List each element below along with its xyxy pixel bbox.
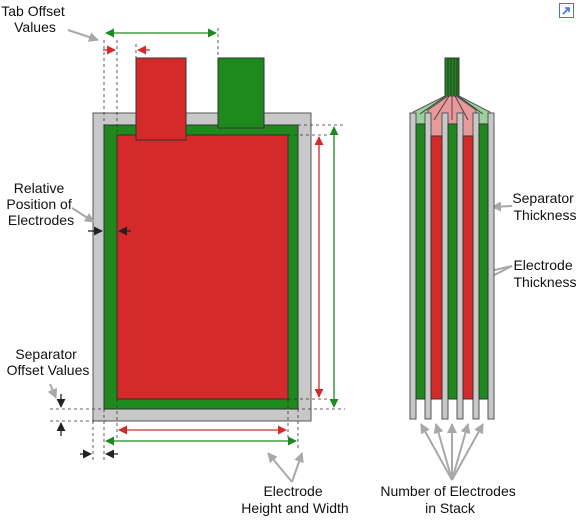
fan-wires	[419, 95, 484, 121]
labels: Tab Offset Values Relative Position of E…	[1, 3, 577, 516]
electrode-height-width-label: Electrode Height and Width	[241, 483, 348, 516]
green-electrode-tab	[217, 57, 265, 129]
red-electrode-layers	[430, 135, 474, 400]
separator-offset-label: Separator Offset Values	[7, 346, 90, 378]
red-electrode-tab	[135, 57, 187, 141]
dimension-extension-lines	[50, 28, 345, 460]
tab-offset-label: Tab Offset Values	[1, 3, 68, 35]
electrode-layout-view	[92, 57, 312, 422]
leader-lines	[47, 29, 513, 483]
dimension-arrows	[56, 28, 339, 459]
electrode-thickness-label: Electrode Thickness	[513, 257, 576, 290]
stack-cross-section-view	[409, 57, 495, 420]
tab-lead-wires	[444, 57, 460, 97]
number-of-electrodes-label: Number of Electrodes in Stack	[380, 483, 519, 516]
red-electrode-body	[116, 134, 289, 400]
separator-thickness-label: Separator Thickness	[512, 190, 577, 223]
relative-position-label: Relative Position of Electrodes	[6, 180, 75, 228]
expand-arrow-icon[interactable]	[559, 3, 574, 18]
green-electrode-layers	[415, 123, 489, 400]
